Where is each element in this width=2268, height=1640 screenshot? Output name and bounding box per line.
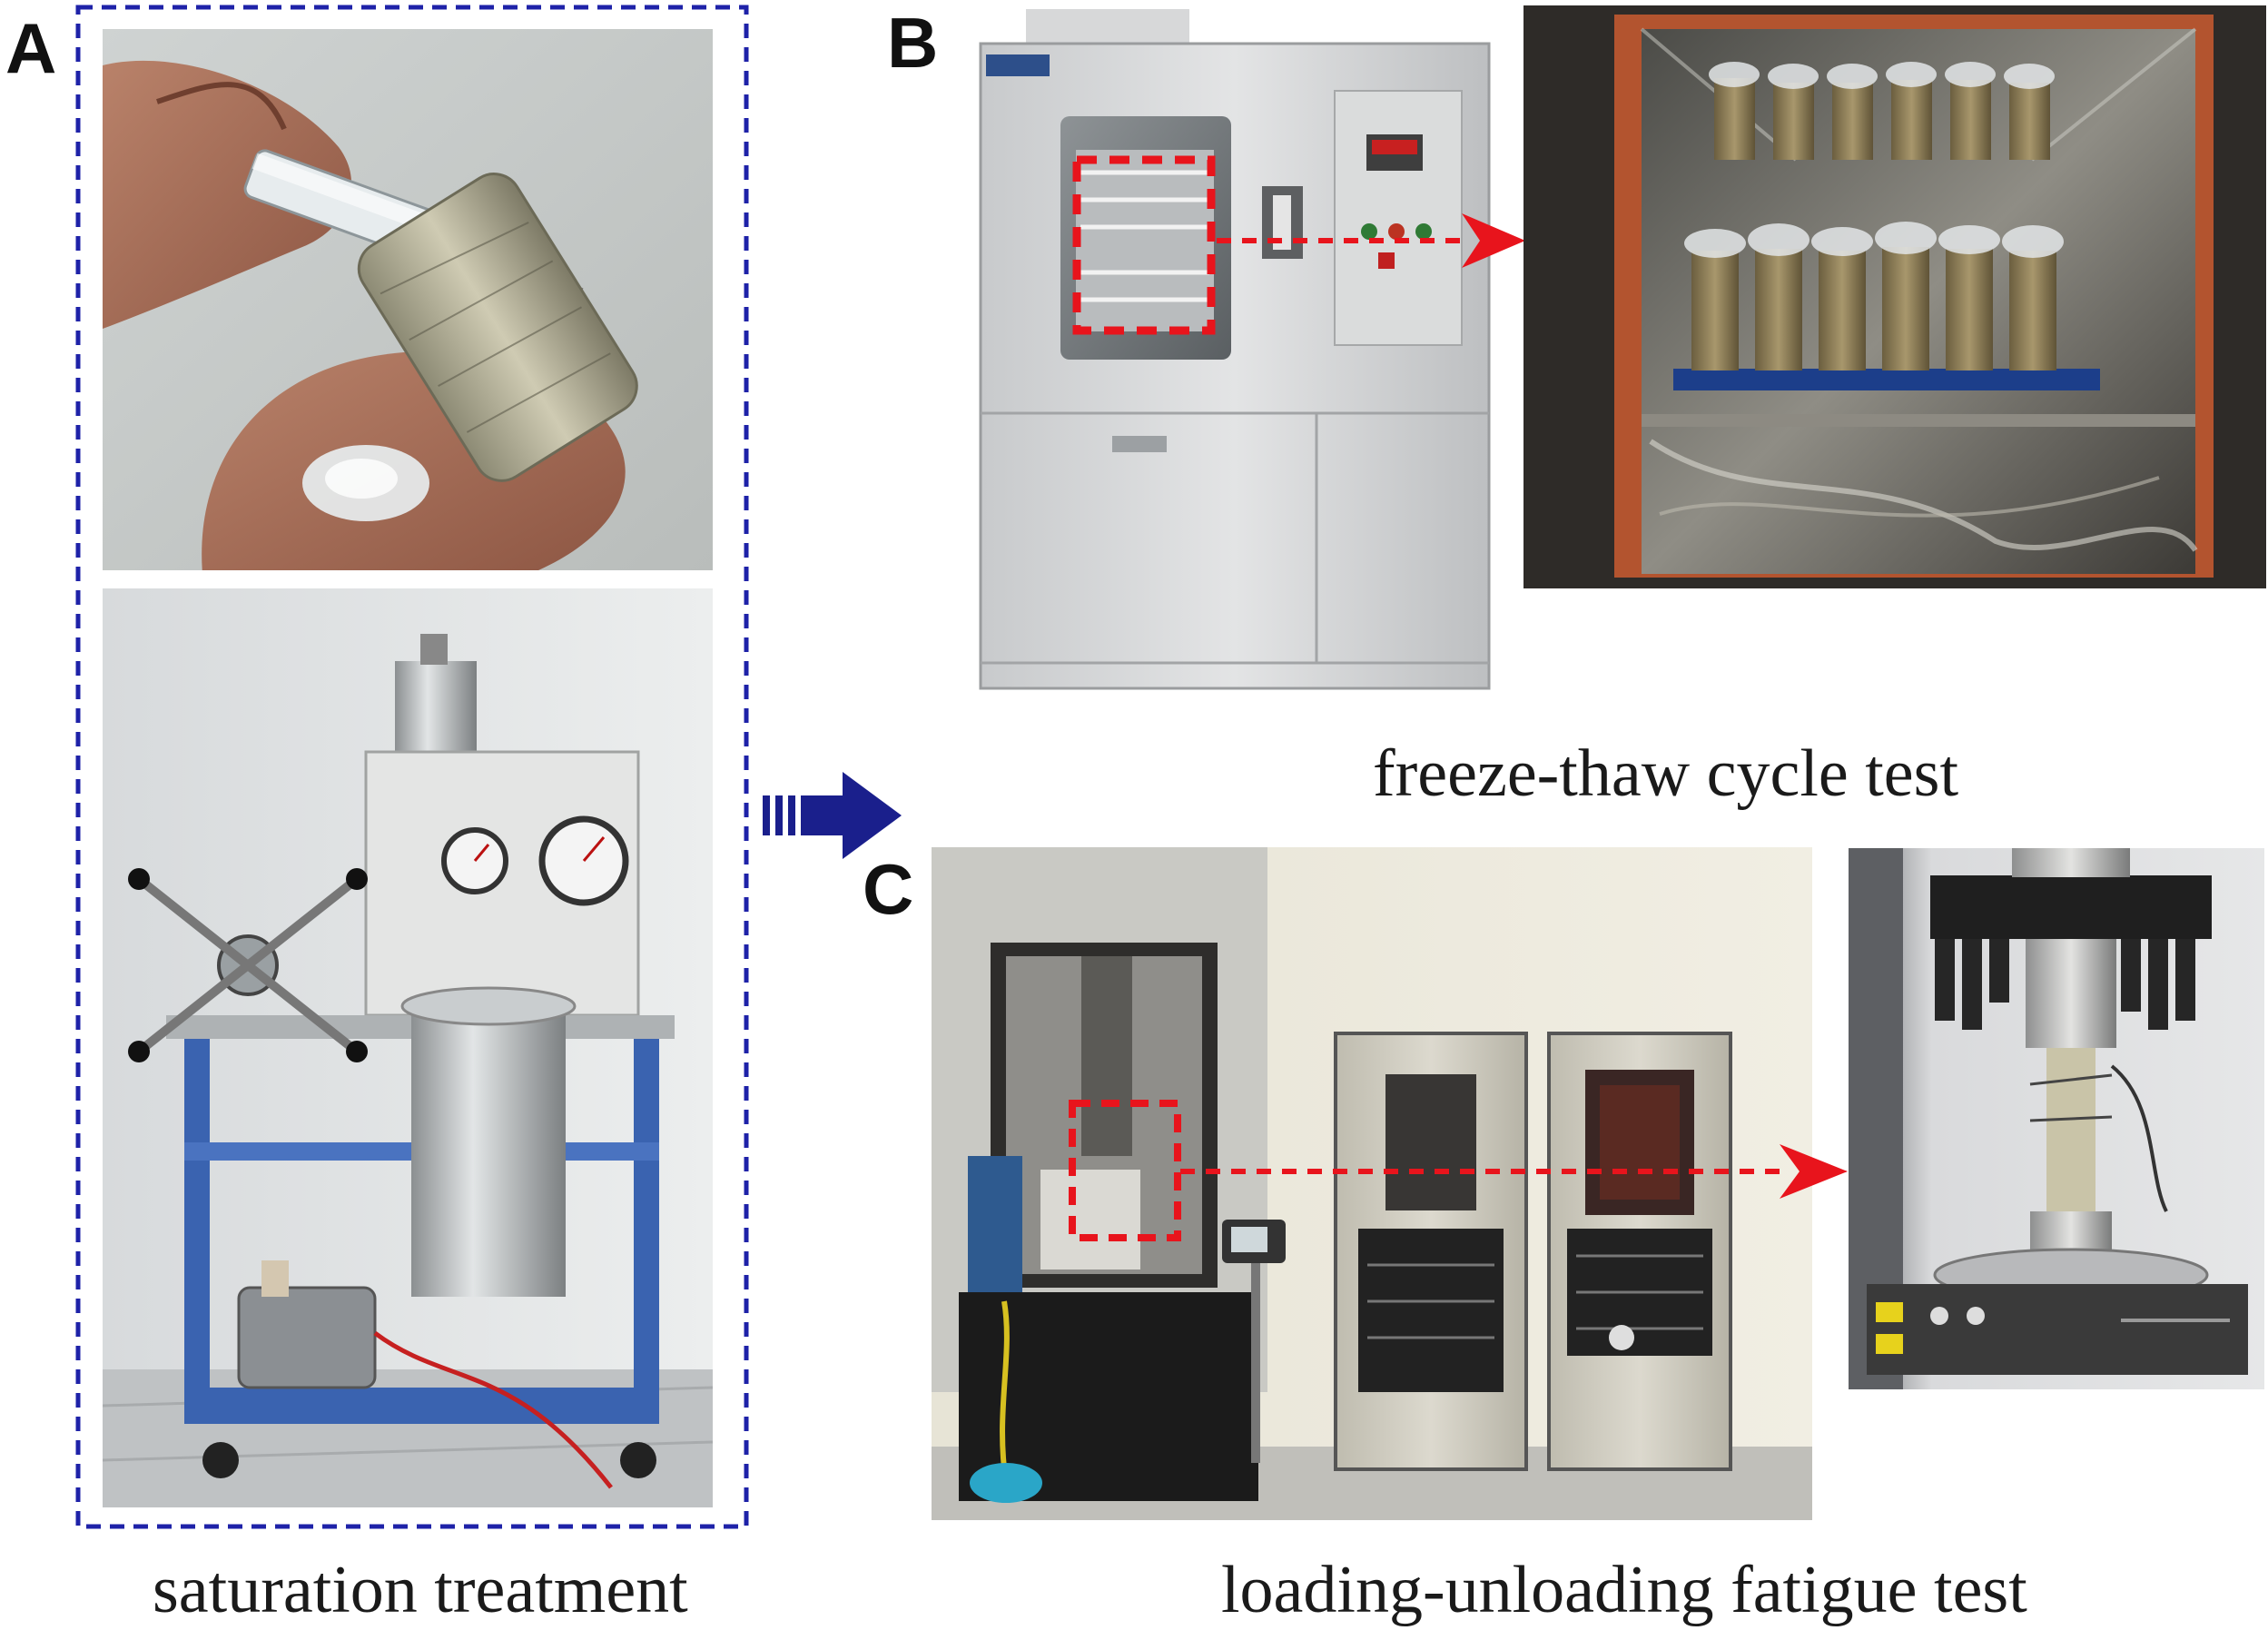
dashed-frame [75, 5, 749, 1529]
caption-fatigue: loading-unloading fatigue test [1221, 1553, 2027, 1627]
panel-label-a: A [5, 8, 57, 88]
vacuum-apparatus-photo [103, 588, 713, 1507]
specimen-highlight-box [1069, 1100, 1181, 1241]
red-arrow-c-icon [1180, 1144, 1848, 1199]
chamber-highlight-box [1072, 155, 1216, 335]
red-arrow-b-icon [1217, 213, 1525, 268]
caption-saturation: saturation treatment [153, 1553, 688, 1627]
fatigue-machine-photo [932, 847, 1812, 1520]
caption-freeze-thaw: freeze-thaw cycle test [1373, 736, 1959, 811]
syringe-photo [103, 29, 713, 570]
flow-arrow-icon [763, 772, 902, 859]
environmental-chamber-photo [953, 0, 1522, 708]
loading-closeup-photo [1849, 848, 2264, 1389]
chamber-interior-photo [1524, 5, 2266, 588]
panel-label-b: B [887, 3, 939, 83]
panel-label-c: C [863, 849, 914, 929]
